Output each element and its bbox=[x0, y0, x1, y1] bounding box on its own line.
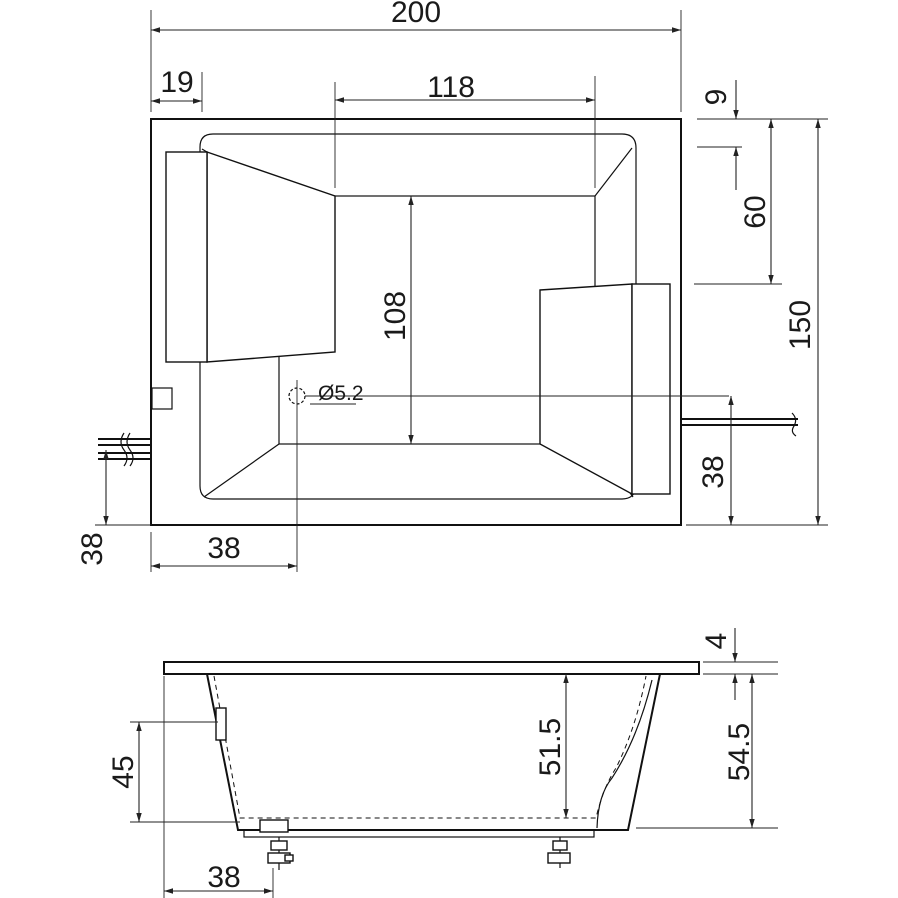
dim-rim-thickness: 4 bbox=[700, 633, 733, 650]
pipe-connector-right bbox=[681, 412, 798, 437]
overflow-box bbox=[151, 387, 173, 410]
dim-drain-y-offset: 38 bbox=[697, 455, 730, 488]
overflow-fitting bbox=[215, 707, 227, 741]
dim-headrest-offset: 19 bbox=[160, 66, 193, 99]
dim-drain-x-offset: 38 bbox=[207, 532, 240, 565]
plan-view: 200 19 118 9 60 150 108 Ø5.2 38 bbox=[76, 0, 828, 572]
headrest-right bbox=[539, 283, 633, 496]
dim-side-drain-offset: 38 bbox=[207, 861, 240, 894]
slope-edge bbox=[594, 147, 633, 197]
dim-inner-length: 118 bbox=[427, 71, 475, 104]
dim-drain-diameter: Ø5.2 bbox=[318, 382, 364, 405]
headrest-left bbox=[206, 151, 336, 363]
dim-overflow-height: 45 bbox=[107, 755, 140, 788]
tub-inner-profile bbox=[213, 675, 647, 819]
side-view: 4 54.5 51.5 45 38 bbox=[107, 628, 778, 898]
slope-edge bbox=[203, 443, 280, 498]
dim-total-height: 54.5 bbox=[723, 723, 756, 781]
tub-side-curve bbox=[596, 679, 653, 829]
dim-overall-depth: 150 bbox=[784, 300, 817, 350]
support-frame bbox=[243, 829, 595, 838]
tub-outer-rim bbox=[150, 118, 682, 526]
tub-rim bbox=[163, 661, 700, 675]
adjustable-foot-left bbox=[267, 837, 294, 870]
dim-overflow-y-offset: 38 bbox=[76, 532, 109, 565]
tub-inner-rim bbox=[199, 133, 637, 500]
headrest-left-cushion bbox=[165, 151, 208, 363]
dim-inner-width: 108 bbox=[379, 291, 412, 341]
drain-trap bbox=[259, 819, 289, 833]
tub-body bbox=[206, 673, 661, 831]
dim-rim-offset: 9 bbox=[700, 89, 733, 106]
dim-inner-depth: 51.5 bbox=[534, 718, 567, 776]
drain-icon bbox=[288, 380, 729, 572]
dim-overall-width: 200 bbox=[391, 0, 441, 29]
headrest-right-cushion bbox=[631, 283, 671, 495]
adjustable-foot-right bbox=[547, 837, 571, 868]
dim-headrest-depth: 60 bbox=[739, 195, 772, 228]
